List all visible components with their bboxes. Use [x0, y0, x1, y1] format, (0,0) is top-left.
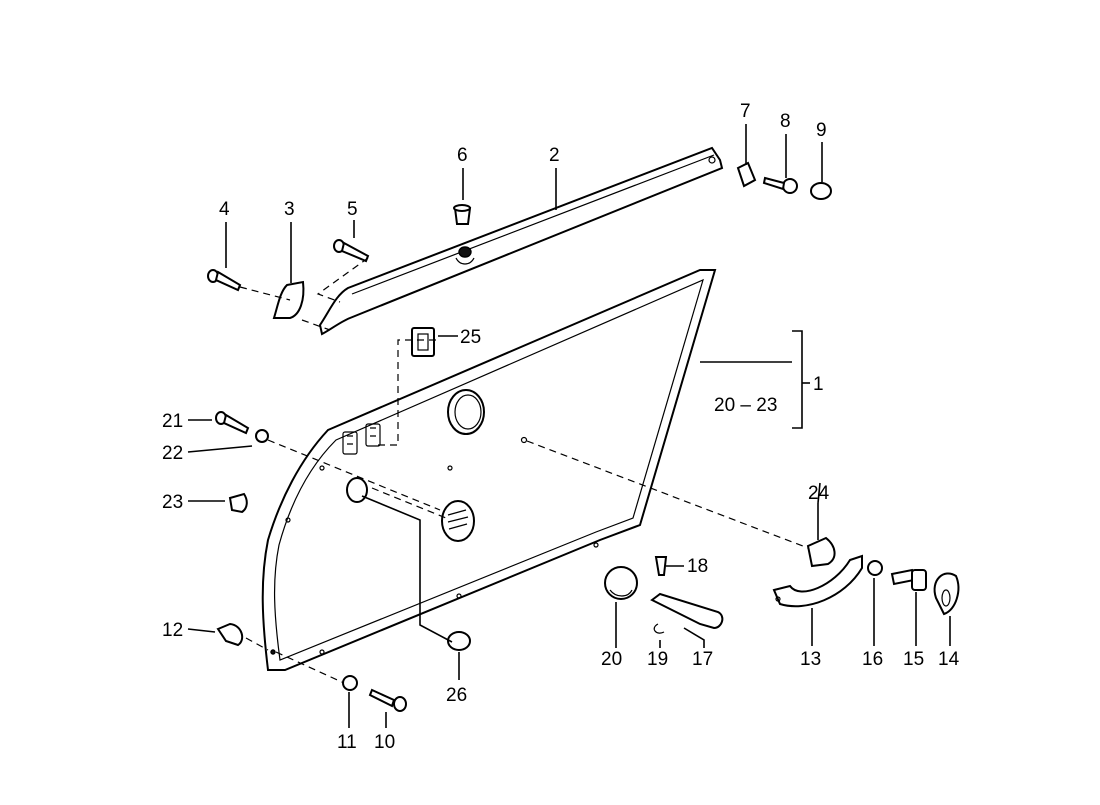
label-part-25: 25	[460, 327, 481, 348]
label-part-24: 24	[808, 483, 830, 504]
knob-part-14	[933, 572, 960, 616]
label-part-17: 17	[692, 649, 713, 670]
label-part-22: 22	[162, 443, 183, 464]
label-part-10: 10	[374, 732, 395, 753]
clip-part-12	[216, 622, 244, 647]
label-part-20: 20	[601, 649, 622, 670]
screw-part-8	[762, 176, 798, 194]
label-part-15: 15	[903, 649, 924, 670]
screw-part-4	[207, 269, 242, 292]
lever-part-17	[650, 592, 724, 630]
switch-part-25	[411, 327, 435, 357]
clip-part-23	[228, 492, 248, 514]
pin-part-18	[654, 556, 668, 576]
plug-part-26	[447, 631, 471, 651]
label-part-13: 13	[800, 649, 821, 670]
screw-part-10	[368, 688, 407, 712]
label-part-11: 11	[337, 732, 357, 753]
washer-part-11	[342, 675, 358, 691]
label-part-7: 7	[740, 101, 751, 122]
label-part-1: 1	[813, 374, 824, 395]
label-part-8: 8	[780, 111, 791, 132]
door-trim-panel	[261, 269, 717, 671]
grommet-part-6	[453, 204, 472, 225]
washer-part-22	[255, 429, 269, 443]
label-part-6: 6	[457, 145, 468, 166]
bracket-part-13	[772, 554, 863, 608]
label-part-9: 9	[816, 120, 827, 141]
panel-washer	[346, 477, 368, 503]
screw-part-21	[215, 411, 250, 435]
leader-lines	[187, 124, 951, 728]
label-part-3: 3	[284, 199, 295, 220]
clip-part-19	[653, 623, 665, 634]
label-part-18: 18	[687, 556, 708, 577]
alignment-lines	[239, 257, 809, 684]
label-part-23: 23	[162, 492, 183, 513]
cap-part-9	[810, 182, 832, 200]
sleeve-part-24	[806, 536, 836, 568]
label-part-21: 21	[162, 411, 183, 432]
label-range-20-23: 20 – 23	[714, 395, 777, 416]
label-part-12: 12	[162, 620, 183, 641]
clip-part-7	[736, 161, 757, 188]
screw-part-5	[333, 239, 370, 263]
label-part-16: 16	[862, 649, 883, 670]
washer-part-16	[867, 560, 883, 576]
label-part-14: 14	[938, 649, 960, 670]
label-part-4: 4	[219, 199, 230, 220]
bolt-part-15	[890, 568, 927, 591]
label-part-2: 2	[549, 145, 560, 166]
cover-part-20	[604, 566, 638, 600]
label-part-19: 19	[647, 649, 668, 670]
label-part-5: 5	[347, 199, 358, 220]
label-part-26: 26	[446, 685, 467, 706]
part-number-labels: 1 2 3 4 5 6 7 8 9 10 11 12 13 14 15 16 1…	[162, 101, 960, 753]
